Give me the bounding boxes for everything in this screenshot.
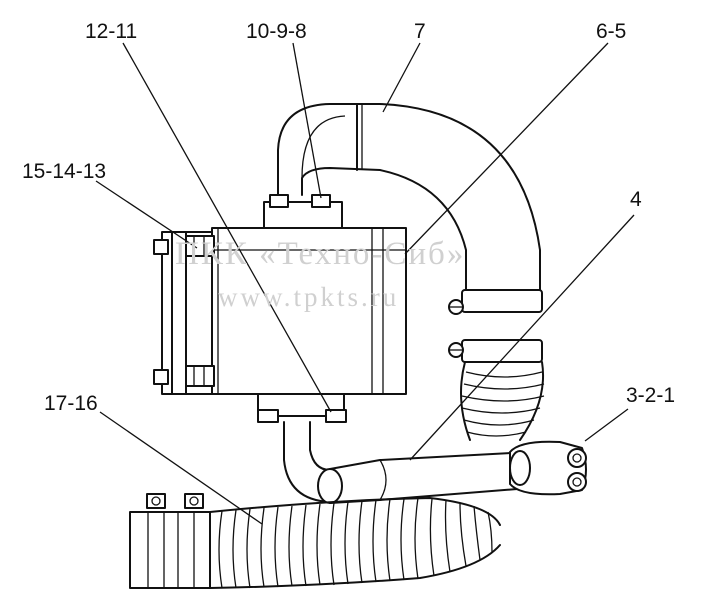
right-clamps <box>448 289 543 363</box>
callout-6-5: 6-5 <box>596 20 626 43</box>
watermark-url: www.tpkts.ru <box>218 282 399 312</box>
callout-10-9-8: 10-9-8 <box>246 20 307 43</box>
leader-lines <box>95 42 635 525</box>
callout-12-11: 12-11 <box>85 20 137 43</box>
right-bracket <box>509 440 587 496</box>
callout-3-2-1: 3-2-1 <box>626 384 675 407</box>
left-flange <box>153 231 215 395</box>
callout-7: 7 <box>414 20 426 43</box>
right-corrugated-hose <box>460 361 545 441</box>
watermark: ПКК «Техно-Сиб» www.tpkts.ru <box>175 236 465 312</box>
upper-pipe <box>277 103 541 293</box>
callout-15-14-13: 15-14-13 <box>22 160 106 183</box>
lower-pipe <box>283 421 531 504</box>
bottom-corrugated-hose <box>129 493 501 589</box>
watermark-company: ПКК «Техно-Сиб» <box>175 236 465 272</box>
filter-housing <box>211 194 407 423</box>
callout-4: 4 <box>630 188 642 211</box>
callout-17-16: 17-16 <box>44 392 98 415</box>
callout-labels: 12-11 10-9-8 7 6-5 15-14-13 4 3-2-1 17-1… <box>22 20 675 415</box>
